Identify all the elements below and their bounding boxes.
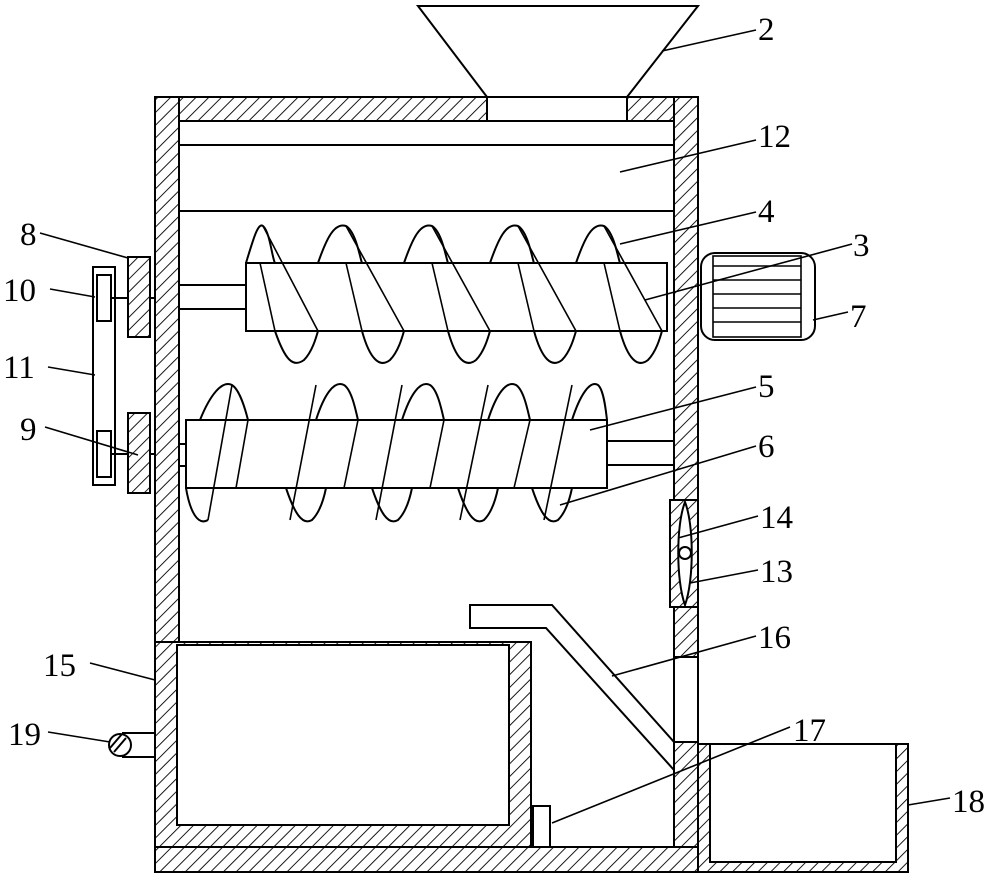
label-10: 10 bbox=[3, 273, 36, 309]
screen-plate bbox=[179, 144, 674, 212]
left-wall bbox=[154, 96, 180, 643]
label-12: 12 bbox=[758, 119, 791, 155]
right-wall-lower bbox=[673, 741, 699, 848]
hopper-neck bbox=[486, 96, 628, 122]
upper-screw-shaft bbox=[245, 262, 668, 332]
label-16: 16 bbox=[758, 620, 791, 656]
label-17: 17 bbox=[793, 713, 826, 749]
hopper-funnel bbox=[415, 5, 701, 98]
motor-body bbox=[700, 252, 816, 341]
chute-plate bbox=[469, 604, 675, 773]
callout-labels: 2 12 4 3 8 10 7 11 5 9 6 14 13 15 16 19 … bbox=[3, 12, 985, 820]
lower-screw-shaft bbox=[185, 419, 608, 489]
right-wall-opening bbox=[673, 656, 699, 743]
bottom-wall bbox=[154, 846, 699, 873]
fan-hub bbox=[678, 546, 692, 560]
upper-screw-conveyor bbox=[178, 224, 668, 364]
lower-screw-conveyor bbox=[178, 383, 675, 523]
label-19: 19 bbox=[8, 717, 41, 753]
lower-shaft-stub bbox=[606, 440, 675, 466]
right-wall-mid bbox=[673, 606, 699, 658]
label-8: 8 bbox=[20, 217, 37, 253]
label-3: 3 bbox=[853, 228, 870, 264]
label-15: 15 bbox=[43, 648, 76, 684]
housing bbox=[154, 96, 699, 873]
top-wall-left bbox=[154, 96, 488, 122]
lower-shaft-left-tip bbox=[178, 443, 187, 467]
label-11: 11 bbox=[3, 350, 35, 386]
lower-pulley bbox=[96, 430, 112, 478]
drive-train bbox=[92, 256, 155, 494]
label-2: 2 bbox=[758, 12, 775, 48]
upper-pulley bbox=[96, 274, 112, 322]
label-9: 9 bbox=[20, 412, 37, 448]
collection-box bbox=[154, 641, 532, 848]
label-14: 14 bbox=[760, 500, 793, 536]
label-4: 4 bbox=[758, 194, 775, 230]
right-wall-upper bbox=[673, 96, 699, 501]
drive-belt bbox=[92, 266, 116, 486]
hopper bbox=[415, 5, 701, 122]
label-6: 6 bbox=[758, 429, 775, 465]
label-13: 13 bbox=[760, 554, 793, 590]
label-5: 5 bbox=[758, 369, 775, 405]
upper-gear bbox=[127, 256, 151, 338]
fan bbox=[669, 499, 699, 608]
label-18: 18 bbox=[952, 784, 985, 820]
support-block bbox=[532, 805, 551, 848]
motor bbox=[700, 252, 816, 341]
label-7: 7 bbox=[850, 299, 867, 335]
inclined-chute bbox=[469, 604, 675, 773]
drain-valve bbox=[108, 732, 156, 758]
leader-lines bbox=[39, 29, 951, 824]
outlet-box bbox=[697, 743, 909, 873]
upper-shaft-stub bbox=[178, 284, 247, 310]
